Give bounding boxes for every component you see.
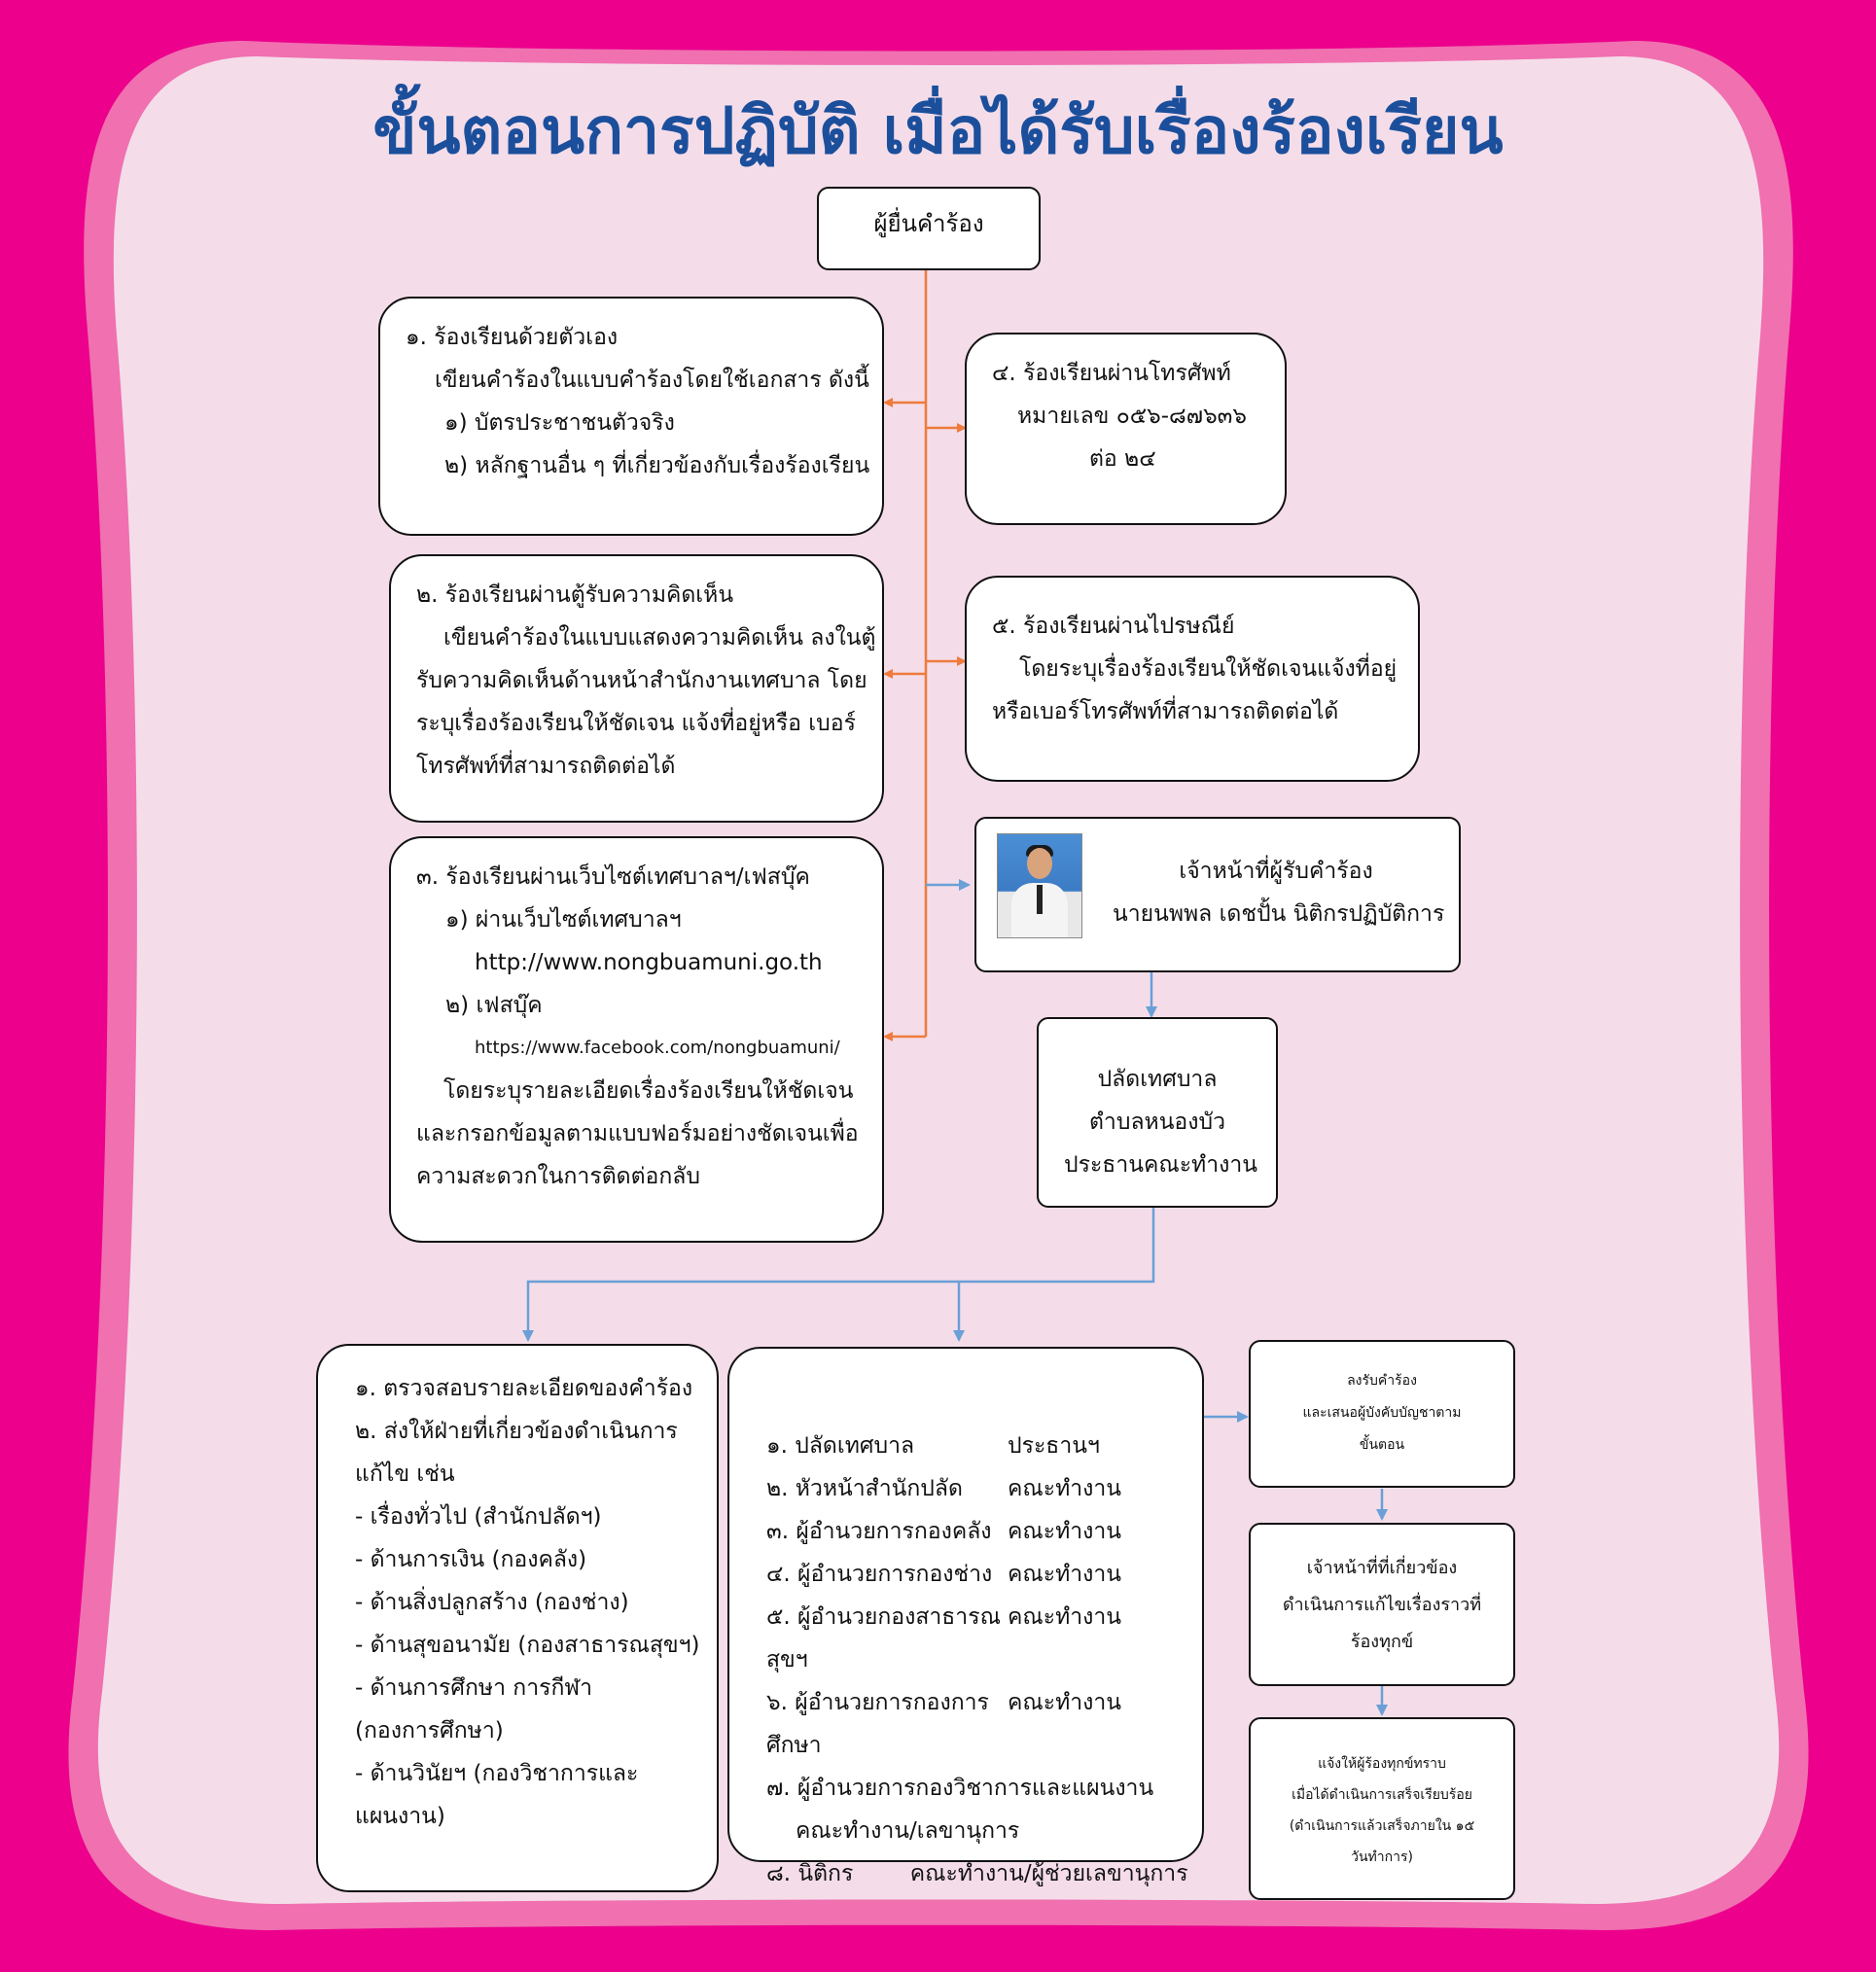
palat-line: ประธานคณะทำงาน	[1064, 1152, 1258, 1178]
petitioner-box: ผู้ยื่นคำร้อง	[817, 187, 1041, 270]
palat-line: ตำบลหนองบัว	[1089, 1109, 1225, 1135]
committee-row: ๖. ผู้อำนวยการกองการศึกษา คณะทำงาน	[766, 1681, 1183, 1767]
petitioner-label: ผู้ยื่นคำร้อง	[873, 210, 984, 237]
box4-line: ๔. ร้องเรียนผ่านโทรศัพท์	[992, 361, 1231, 386]
channel-phone-box: ๔. ร้องเรียนผ่านโทรศัพท์ หมายเลข ๐๕๖-๘๗๖…	[965, 333, 1287, 525]
box3-line: ๒) เฟสบุ๊ค	[445, 993, 543, 1018]
committee-role: คณะทำงาน	[1008, 1519, 1122, 1544]
orange-connectors	[883, 270, 967, 1041]
register-step-box: ลงรับคำร้อง และเสนอผู้บังคับบัญชาตาม ขั้…	[1249, 1340, 1515, 1488]
step2-line: ดำเนินการแก้ไขเรื่องราวที่	[1282, 1595, 1482, 1615]
committee-role: คณะทำงาน	[1008, 1476, 1122, 1501]
channel-mail-box: ๕. ร้องเรียนผ่านไปรษณีย์ โดยระบุเรื่องร้…	[965, 576, 1420, 782]
step1-line: ขั้นตอน	[1359, 1437, 1405, 1453]
box1-line: ๒) หลักฐานอื่น ๆ ที่เกี่ยวข้องกับเรื่องร…	[444, 453, 870, 478]
committee-role: ประธานฯ	[1008, 1433, 1100, 1459]
box2-line: ระบุเรื่องร้องเรียนให้ชัดเจน แจ้งที่อยู่…	[416, 711, 856, 736]
box5-line: หรือเบอร์โทรศัพท์ที่สามารถติดต่อได้	[992, 699, 1339, 724]
box2-line: โทรศัพท์ที่สามารถติดต่อได้	[416, 754, 676, 779]
action-item: - เรื่องทั่วไป (สำนักปลัดฯ)	[355, 1504, 602, 1530]
palat-line: ปลัดเทศบาล	[1097, 1067, 1218, 1092]
committee-name: ๒. หัวหน้าสำนักปลัด	[766, 1476, 963, 1501]
box2-line: ๒. ร้องเรียนผ่านตู้รับความคิดเห็น	[416, 582, 734, 608]
action-item: ๒. ส่งให้ฝ่ายที่เกี่ยวข้องดำเนินการ	[355, 1419, 678, 1444]
channel-in-person-box: ๑. ร้องเรียนด้วยตัวเอง เขียนคำร้องในแบบค…	[378, 297, 884, 536]
box1-line: เขียนคำร้องในแบบคำร้องโดยใช้เอกสาร ดังนี…	[435, 368, 869, 393]
committee-box: ๑. ปลัดเทศบาล ประธานฯ ๒. หัวหน้าสำนักปลัด…	[727, 1347, 1204, 1886]
officer-photo	[997, 833, 1082, 938]
step2-line: ร้องทุกข์	[1350, 1632, 1414, 1652]
step1-line: และเสนอผู้บังคับบัญชาตาม	[1302, 1405, 1462, 1421]
box3-line: ๑) ผ่านเว็บไซต์เทศบาลฯ	[445, 907, 682, 933]
box3-line: และกรอกข้อมูลตามแบบฟอร์มอย่างชัดเจนเพื่อ	[416, 1121, 859, 1146]
step2-line: เจ้าหน้าที่ที่เกี่ยวข้อง	[1306, 1558, 1458, 1578]
committee-row: ๒. หัวหน้าสำนักปลัด คณะทำงาน	[766, 1467, 1183, 1510]
actions-box: ๑. ตรวจสอบรายละเอียดของคำร้อง ๒. ส่งให้ฝ…	[316, 1344, 719, 1892]
step3-line: (ดำเนินการแล้วเสร็จภายใน ๑๕	[1289, 1818, 1475, 1834]
action-item: ๑. ตรวจสอบรายละเอียดของคำร้อง	[355, 1376, 693, 1401]
committee-name: ๖. ผู้อำนวยการกองการศึกษา	[766, 1690, 989, 1758]
committee-role: คณะทำงาน	[1008, 1604, 1122, 1630]
committee-role: คณะทำงาน	[1008, 1690, 1122, 1715]
channel-suggestion-box: ๒. ร้องเรียนผ่านตู้รับความคิดเห็น เขียนค…	[389, 554, 884, 823]
committee-row: ๓. ผู้อำนวยการกองคลัง คณะทำงาน	[766, 1510, 1183, 1553]
committee-name: ๕. ผู้อำนวยกองสาธารณสุขฯ	[766, 1604, 1001, 1673]
committee-line: ๘. นิติกร คณะทำงาน/ผู้ช่วยเลขานุการ	[766, 1861, 1188, 1886]
action-item: - ด้านวินัยฯ (กองวิชาการและ	[355, 1761, 639, 1786]
action-item: - ด้านการเงิน (กองคลัง)	[355, 1547, 587, 1572]
website-link[interactable]: http://www.nongbuamuni.go.th	[475, 950, 823, 975]
facebook-link[interactable]: https://www.facebook.com/nongbuamuni/	[475, 1038, 840, 1058]
deputy-mayor-box: ปลัดเทศบาล ตำบลหนองบัว ประธานคณะทำงาน	[1037, 1017, 1278, 1208]
blue-connectors	[522, 879, 1388, 1716]
committee-name: ๔. ผู้อำนวยการกองช่าง	[766, 1562, 993, 1587]
box2-line: เขียนคำร้องในแบบแสดงความคิดเห็น ลงในตู้	[443, 625, 876, 651]
resolve-step-box: เจ้าหน้าที่ที่เกี่ยวข้อง ดำเนินการแก้ไขเ…	[1249, 1523, 1515, 1686]
box1-line: ๑) บัตรประชาชนตัวจริง	[444, 410, 675, 436]
box5-line: ๕. ร้องเรียนผ่านไปรษณีย์	[992, 614, 1235, 639]
box3-line: ความสะดวกในการติดต่อกลับ	[416, 1164, 700, 1189]
page-title: ขั้นตอนการปฏิบัติ เมื่อได้รับเรื่องร้องเ…	[372, 93, 1504, 168]
channel-website-box: ๓. ร้องเรียนผ่านเว็บไซต์เทศบาลฯ/เฟสบุ๊ค …	[389, 836, 884, 1243]
step3-line: แจ้งให้ผู้ร้องทุกข์ทราบ	[1318, 1756, 1446, 1772]
action-item: แผนงาน)	[355, 1804, 445, 1829]
box3-line: ๓. ร้องเรียนผ่านเว็บไซต์เทศบาลฯ/เฟสบุ๊ค	[416, 864, 810, 890]
step1-line: ลงรับคำร้อง	[1347, 1373, 1417, 1389]
officer-name: นายนพพล เดชปั้น นิติกรปฏิบัติการ	[1113, 901, 1445, 927]
phone-extension: ต่อ ๒๔	[1089, 446, 1156, 472]
step3-line: เมื่อได้ดำเนินการเสร็จเรียบร้อย	[1292, 1787, 1472, 1803]
committee-name: ๓. ผู้อำนวยการกองคลัง	[766, 1519, 992, 1544]
action-item: - ด้านสุขอนามัย (กองสาธารณสุขฯ)	[355, 1633, 700, 1658]
committee-line: คณะทำงาน/เลขานุการ	[796, 1818, 1020, 1844]
committee-role: คณะทำงาน	[1008, 1562, 1122, 1587]
box2-line: รับความคิดเห็นด้านหน้าสำนักงานเทศบาล โดย	[416, 668, 867, 693]
action-item: - ด้านสิ่งปลูกสร้าง (กองช่าง)	[355, 1590, 629, 1615]
box5-line: โดยระบุเรื่องร้องเรียนให้ชัดเจนแจ้งที่อย…	[1019, 656, 1398, 682]
committee-row: ๑. ปลัดเทศบาล ประธานฯ	[766, 1425, 1183, 1467]
action-item: (กองการศึกษา)	[355, 1718, 504, 1743]
phone-number: หมายเลข ๐๕๖-๘๗๖๓๖	[1017, 404, 1248, 429]
box3-line: โดยระบุรายละเอียดเรื่องร้องเรียนให้ชัดเจ…	[443, 1078, 854, 1104]
committee-row: ๔. ผู้อำนวยการกองช่าง คณะทำงาน	[766, 1553, 1183, 1596]
box1-line: ๑. ร้องเรียนด้วยตัวเอง	[406, 325, 619, 350]
committee-line: ๗. ผู้อำนวยการกองวิชาการและแผนงาน	[766, 1776, 1154, 1801]
step3-line: วันทำการ)	[1351, 1849, 1413, 1865]
action-item: - ด้านการศึกษา การกีฬา	[355, 1675, 593, 1701]
officer-role: เจ้าหน้าที่ผู้รับคำร้อง	[1179, 859, 1373, 884]
committee-name: ๑. ปลัดเทศบาล	[766, 1433, 915, 1459]
notify-step-box: แจ้งให้ผู้ร้องทุกข์ทราบ เมื่อได้ดำเนินกา…	[1249, 1717, 1515, 1900]
committee-row: ๕. ผู้อำนวยกองสาธารณสุขฯ คณะทำงาน	[766, 1596, 1183, 1681]
action-item: แก้ไข เช่น	[355, 1461, 455, 1487]
